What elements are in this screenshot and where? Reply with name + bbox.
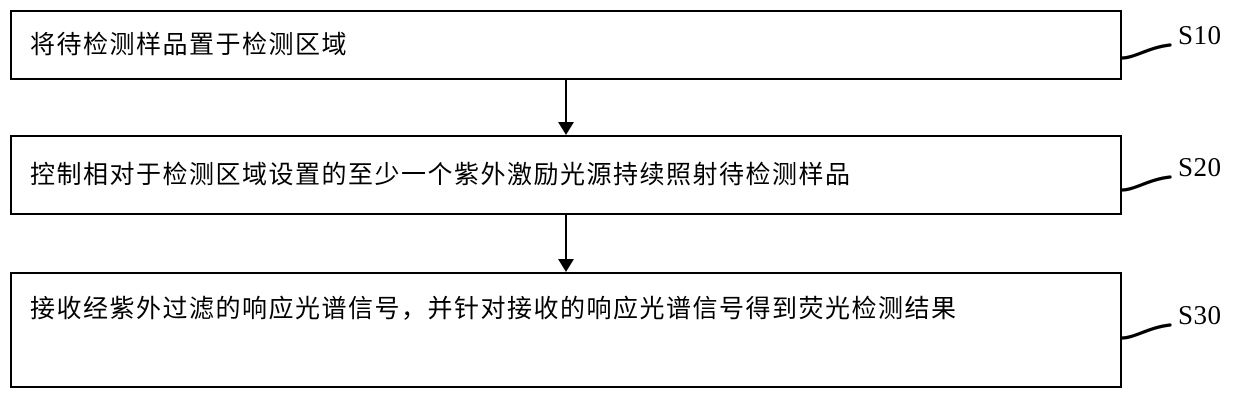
arrow-head (558, 259, 574, 272)
step-reference-label-s20: S20 (1178, 152, 1222, 182)
arrow-s10-to-s20 (557, 80, 575, 135)
leader-line-s10 (1120, 43, 1172, 60)
flowchart-step-text-s20: 控制相对于检测区域设置的至少一个紫外激励光源持续照射待检测样品 (30, 160, 852, 189)
flowchart-step-box-s10: 将待检测样品置于检测区域 (10, 10, 1122, 80)
flowchart-step-box-s30: 接收经紫外过滤的响应光谱信号，并针对接收的响应光谱信号得到荧光检测结果 (10, 272, 1122, 388)
flowchart-step-text-s10: 将待检测样品置于检测区域 (30, 30, 349, 59)
leader-line-s30 (1120, 323, 1172, 340)
arrow-s20-to-s30 (557, 215, 575, 272)
arrow-stem (565, 215, 567, 259)
flowchart-step-box-s20: 控制相对于检测区域设置的至少一个紫外激励光源持续照射待检测样品 (10, 135, 1122, 215)
step-reference-label-s30: S30 (1178, 300, 1222, 330)
leader-line-s20 (1120, 175, 1172, 192)
arrow-stem (565, 80, 567, 122)
flowchart-step-text-s30: 接收经紫外过滤的响应光谱信号，并针对接收的响应光谱信号得到荧光检测结果 (30, 294, 958, 323)
step-reference-label-s10: S10 (1178, 20, 1222, 50)
arrow-head (558, 122, 574, 135)
